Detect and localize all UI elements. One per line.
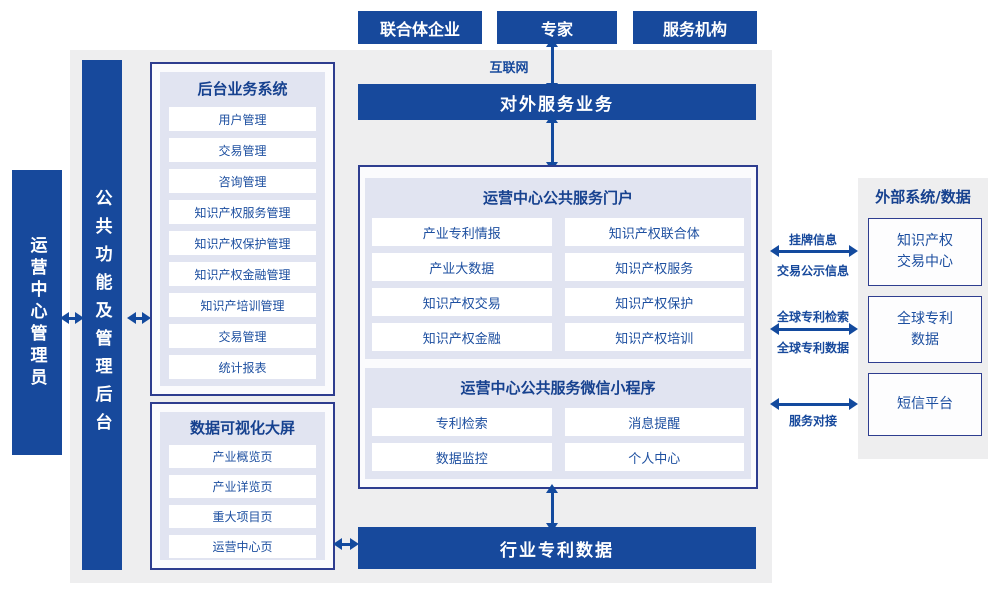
external-system-global-patent-data: 全球专利数据 (868, 296, 982, 363)
backoffice-title: 后台业务系统 (197, 80, 288, 98)
miniprogram-title: 运营中心公共服务微信小程序 (460, 379, 656, 397)
dashboard-item: 产业概览页 (169, 445, 316, 468)
trade-publicity-label: 交易公示信息 (776, 264, 849, 278)
miniprogram-item: 消息提醒 (564, 408, 744, 436)
dashboard-item: 重大项目页 (169, 505, 316, 528)
portal-title: 运营中心公共服务门户 (482, 189, 633, 207)
portal-link-double-arrow-icon (546, 114, 558, 171)
portal-items-grid: 产业专利情报 知识产权联合体 产业大数据 知识产权服务 知识产权交易 知识产权保… (365, 218, 751, 351)
dashboard-items: 产业概览页 产业详览页 重大项目页 运营中心页 (160, 445, 325, 558)
listing-double-arrow-icon (770, 245, 858, 257)
global-patent-data-label: 全球专利数据 (776, 341, 849, 355)
backoffice-item: 知识产权服务管理 (169, 200, 316, 224)
miniprogram-items-grid: 专利检索 消息提醒 数据监控 个人中心 (365, 408, 751, 471)
dashboard-panel: 数据可视化大屏 产业概览页 产业详览页 重大项目页 运营中心页 (160, 412, 325, 560)
backoffice-box: 后台业务系统 用户管理 交易管理 咨询管理 知识产权服务管理 知识产权保护管理 … (150, 62, 335, 396)
dashboard-item: 产业详览页 (169, 475, 316, 498)
external-system-sms-platform: 短信平台 (868, 373, 982, 436)
miniprogram-item: 数据监控 (372, 443, 552, 471)
industry-data-bar: 行业专利数据 (358, 527, 756, 569)
service-link-label: 服务对接 (788, 414, 837, 428)
backoffice-item: 用户管理 (169, 107, 316, 131)
listing-info-label: 挂牌信息 (788, 233, 837, 247)
external-systems-title: 外部系统/数据 (875, 188, 971, 206)
operations-admin-box: 运营中心管理员 (12, 170, 62, 455)
portal-item: 知识产权交易 (372, 288, 552, 316)
external-system-label: 知识产权交易中心 (897, 233, 953, 270)
portal-item: 知识产权金融 (372, 323, 552, 351)
backoffice-item: 知识产培训管理 (169, 293, 316, 317)
portal-box: 运营中心公共服务门户 产业专利情报 知识产权联合体 产业大数据 知识产权服务 知… (358, 165, 758, 489)
actor-box-service-orgs: 服务机构 (633, 11, 757, 44)
dashboard-box: 数据可视化大屏 产业概览页 产业详览页 重大项目页 运营中心页 (150, 402, 335, 570)
portal-item: 知识产权联合体 (564, 218, 744, 246)
portal-item: 知识产权培训 (564, 323, 744, 351)
actor-box-consortium: 联合体企业 (358, 11, 482, 44)
backoffice-panel: 后台业务系统 用户管理 交易管理 咨询管理 知识产权服务管理 知识产权保护管理 … (160, 72, 325, 386)
portal-item: 产业大数据 (372, 253, 552, 281)
admin-backend-double-arrow-icon (60, 312, 84, 324)
external-system-ip-trade-center: 知识产权交易中心 (868, 218, 982, 286)
backoffice-item: 交易管理 (169, 324, 316, 348)
backend-functions-bar: 公共功能及管理后台 (82, 60, 122, 570)
dashboard-title: 数据可视化大屏 (189, 419, 295, 437)
global-patent-search-label: 全球专利检索 (776, 310, 849, 324)
miniprogram-item: 专利检索 (372, 408, 552, 436)
backoffice-items: 用户管理 交易管理 咨询管理 知识产权服务管理 知识产权保护管理 知识产权金融管… (160, 107, 325, 379)
dashboard-industry-double-arrow-icon (333, 538, 359, 550)
patent-double-arrow-icon (770, 323, 858, 335)
external-system-label: 短信平台 (897, 396, 953, 412)
backoffice-item: 知识产权金融管理 (169, 262, 316, 286)
portal-item: 知识产权保护 (564, 288, 744, 316)
internet-label: 互联网 (489, 61, 529, 76)
portal-item: 知识产权服务 (564, 253, 744, 281)
backoffice-item: 交易管理 (169, 138, 316, 162)
industry-data-double-arrow-icon (546, 484, 558, 532)
service-link-double-arrow-icon (770, 398, 858, 410)
dashboard-item: 运营中心页 (169, 535, 316, 558)
backend-backoffice-double-arrow-icon (127, 312, 151, 324)
backoffice-item: 咨询管理 (169, 169, 316, 193)
backoffice-item: 知识产权保护管理 (169, 231, 316, 255)
miniprogram-panel: 运营中心公共服务微信小程序 专利检索 消息提醒 数据监控 个人中心 (365, 368, 751, 479)
miniprogram-item: 个人中心 (564, 443, 744, 471)
external-system-label: 全球专利数据 (897, 310, 953, 348)
internet-double-arrow-icon (546, 38, 558, 92)
backoffice-item: 统计报表 (169, 355, 316, 379)
portal-panel: 运营中心公共服务门户 产业专利情报 知识产权联合体 产业大数据 知识产权服务 知… (365, 178, 751, 359)
portal-item: 产业专利情报 (372, 218, 552, 246)
